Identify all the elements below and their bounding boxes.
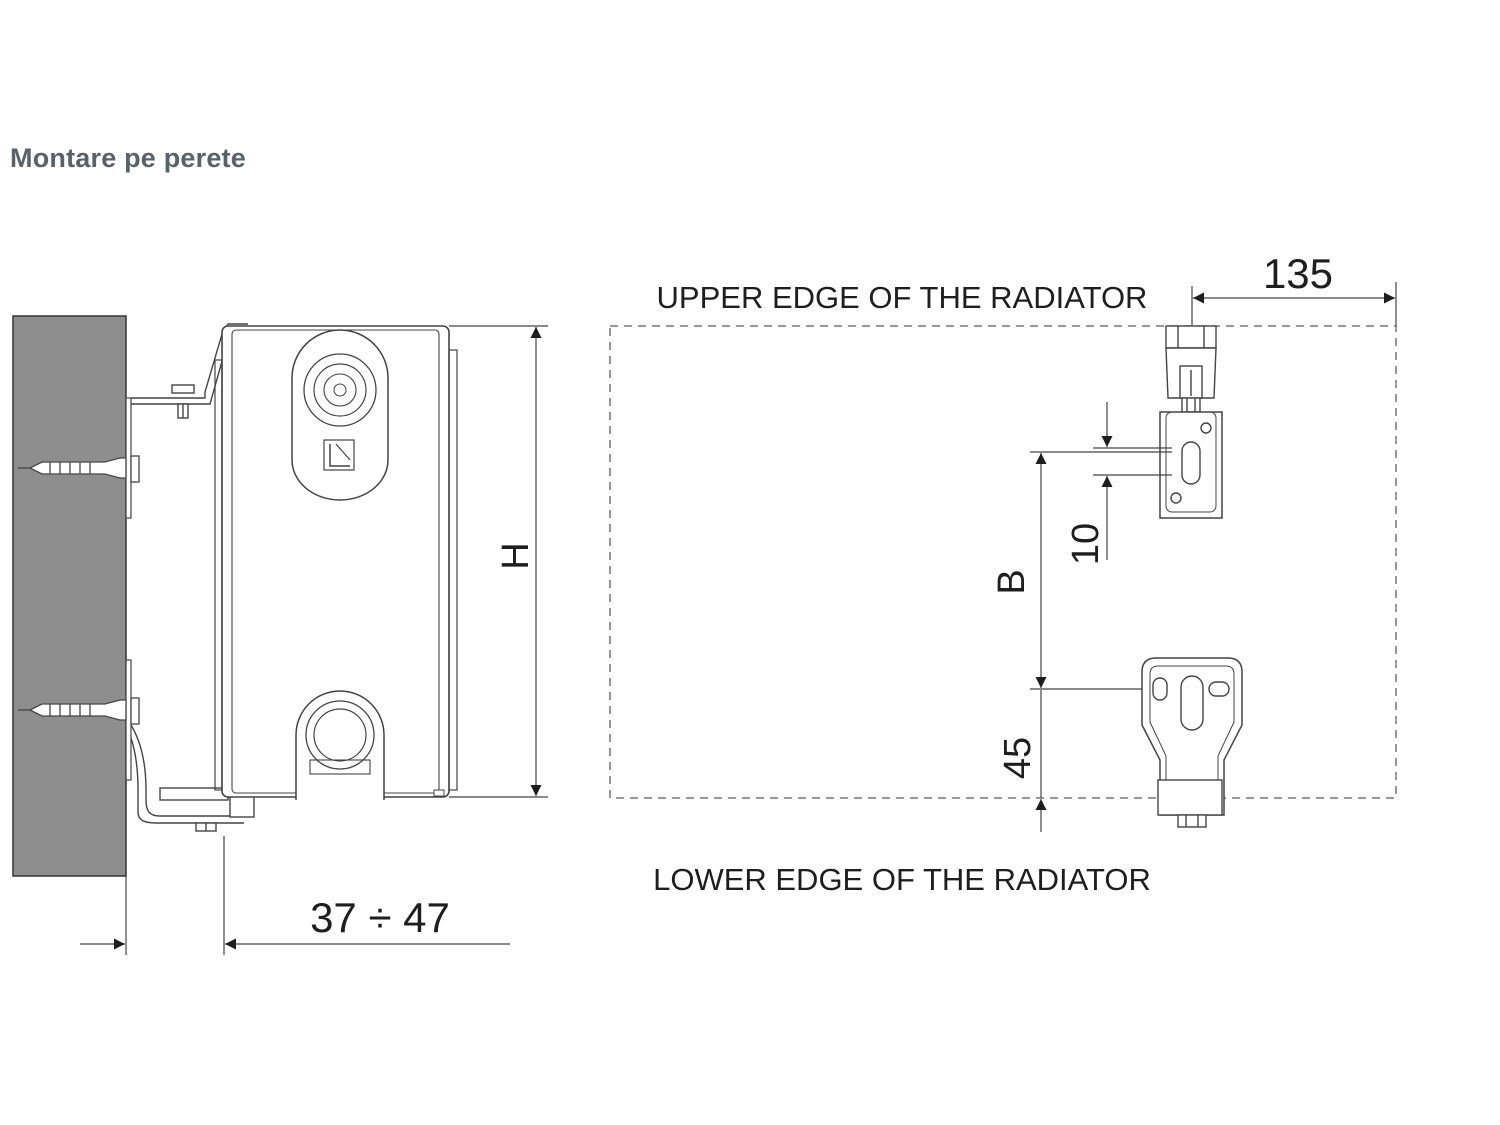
radiator-side-view	[214, 325, 458, 800]
height-label: H	[495, 542, 537, 569]
wall-anchor-lower	[18, 697, 140, 725]
slot-dimension	[1093, 402, 1172, 560]
bracket-spacing-dimension	[1030, 451, 1172, 690]
upper-bracket-front	[1159, 325, 1223, 519]
wall	[12, 315, 127, 877]
height-dimension	[449, 325, 548, 798]
wall-distance-dimension	[80, 836, 510, 955]
wall-plate	[125, 397, 132, 519]
lower-support-bracket	[130, 724, 255, 832]
lower-edge-label: LOWER EDGE OF THE RADIATOR	[653, 862, 1151, 897]
bracket-spacing-label: B	[991, 569, 1033, 594]
lower-bracket-front	[1141, 657, 1243, 828]
radiator-outline	[609, 325, 1397, 799]
upper-edge-label: UPPER EDGE OF THE RADIATOR	[657, 280, 1148, 315]
wall-anchor-upper	[18, 455, 140, 483]
slot-label: 10	[1065, 523, 1107, 565]
side-view: H 37 ÷ 47	[12, 315, 548, 955]
bracket-offset-dimension	[1191, 282, 1397, 326]
wall-distance-label: 37 ÷ 47	[310, 894, 450, 941]
front-view: UPPER EDGE OF THE RADIATOR LOWER EDGE OF…	[609, 250, 1397, 897]
bracket-offset-label: 135	[1263, 250, 1333, 297]
bottom-offset-label: 45	[997, 737, 1039, 779]
page-title: Montare pe perete	[10, 143, 246, 173]
